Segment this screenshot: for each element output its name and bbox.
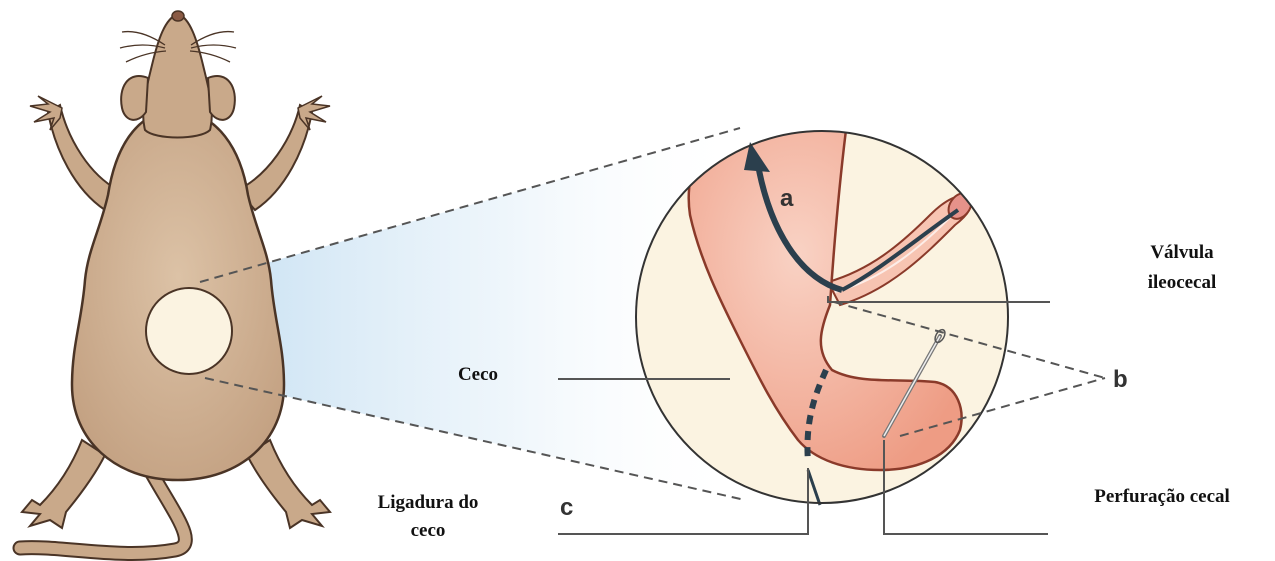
label-ileocecal: ileocecal <box>1112 270 1252 296</box>
marker-a: a <box>780 185 793 213</box>
mouse-left-leg <box>22 440 105 528</box>
label-ligadura-line1: Ligadura do <box>358 490 498 516</box>
incision-site-circle <box>146 288 232 374</box>
mouse-right-ear <box>208 76 235 120</box>
mouse-left-ear <box>121 76 148 120</box>
marker-c: c <box>560 494 573 522</box>
mouse-head <box>143 14 212 138</box>
label-perfuracao: Perfuração cecal <box>1062 484 1262 510</box>
label-ceco: Ceco <box>418 362 538 388</box>
label-ligadura-line2: ceco <box>358 518 498 544</box>
mouse-nose <box>172 11 184 21</box>
label-valvula: Válvula <box>1112 240 1252 266</box>
marker-b: b <box>1113 366 1128 394</box>
mouse-right-leg <box>247 440 330 528</box>
